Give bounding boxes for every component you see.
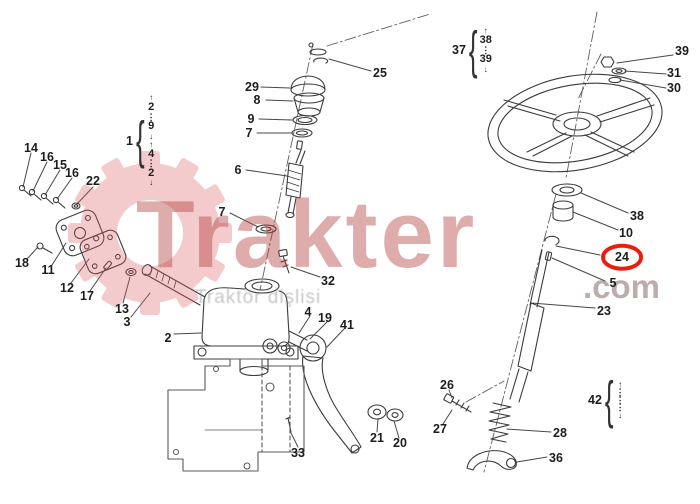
part-label-25: 25	[373, 65, 387, 80]
part-label-7: 7	[218, 204, 226, 219]
part-label-16: 16	[40, 149, 54, 164]
steering-wheel	[487, 73, 663, 173]
group-label: 37	[452, 43, 466, 58]
brace-glyph: {	[468, 19, 478, 80]
part-label-41: 41	[340, 317, 354, 332]
transmission-housing	[167, 358, 305, 472]
part-label-20: 20	[393, 435, 407, 450]
part-label-36: 36	[549, 450, 563, 465]
group-range-column: ↑38⋮39↓	[479, 26, 492, 74]
part-label-4: 4	[304, 304, 312, 319]
part-label-19: 19	[318, 310, 332, 325]
part-label-23: 23	[597, 303, 611, 318]
part-label-38: 38	[630, 208, 644, 223]
part-label-12: 12	[60, 280, 74, 295]
group-label: 42	[588, 393, 602, 408]
part-label-29: 29	[245, 79, 259, 94]
callout-group-42: 42{↑⋮⋮⋮↓	[588, 369, 625, 429]
part-label-30: 30	[667, 80, 681, 95]
part-label-18: 18	[15, 255, 29, 270]
part-label-7: 7	[245, 125, 253, 140]
part-label-17: 17	[80, 288, 94, 303]
part-label-6: 6	[234, 162, 242, 177]
steering-column-parts	[443, 183, 583, 471]
part-label-9: 9	[247, 111, 255, 126]
part-label-39: 39	[675, 43, 689, 58]
group-label: 1	[126, 133, 133, 148]
part-label-3: 3	[123, 314, 131, 329]
callout-group-37: 37{↑38⋮39↓	[452, 19, 492, 79]
part-label-32: 32	[321, 273, 335, 288]
part-label-28: 28	[553, 425, 567, 440]
drop-arm	[262, 334, 404, 454]
worm-gear-stack	[255, 42, 329, 274]
centerlines	[259, 11, 602, 473]
part-label-21: 21	[370, 430, 384, 445]
part-label-10: 10	[619, 225, 633, 240]
part-label-26: 26	[440, 377, 454, 392]
group-range-column: ↑2⋮9↓↑4⋮2↓	[146, 93, 156, 188]
part-label-8: 8	[253, 92, 261, 107]
brace-glyph: {	[135, 109, 145, 170]
part-label-24: 24	[601, 243, 643, 271]
wheel-nut-parts	[600, 56, 627, 84]
brace-glyph: {	[604, 369, 614, 430]
part-label-5: 5	[609, 275, 617, 290]
part-label-33: 33	[291, 445, 305, 460]
callout-group-1: 1{↑2⋮9↓↑4⋮2↓	[126, 94, 156, 187]
part-label-2: 2	[164, 330, 172, 345]
part-label-11: 11	[41, 262, 55, 277]
part-label-22: 22	[86, 173, 100, 188]
part-label-14: 14	[24, 140, 38, 155]
part-label-31: 31	[667, 65, 681, 80]
part-label-27: 27	[433, 421, 447, 436]
part-label-16: 16	[65, 165, 79, 180]
part-label-13: 13	[115, 301, 129, 316]
side-cover-parts	[18, 184, 206, 306]
part-label-15: 15	[53, 157, 67, 172]
group-range-column: ↑⋮⋮⋮↓	[615, 380, 625, 420]
